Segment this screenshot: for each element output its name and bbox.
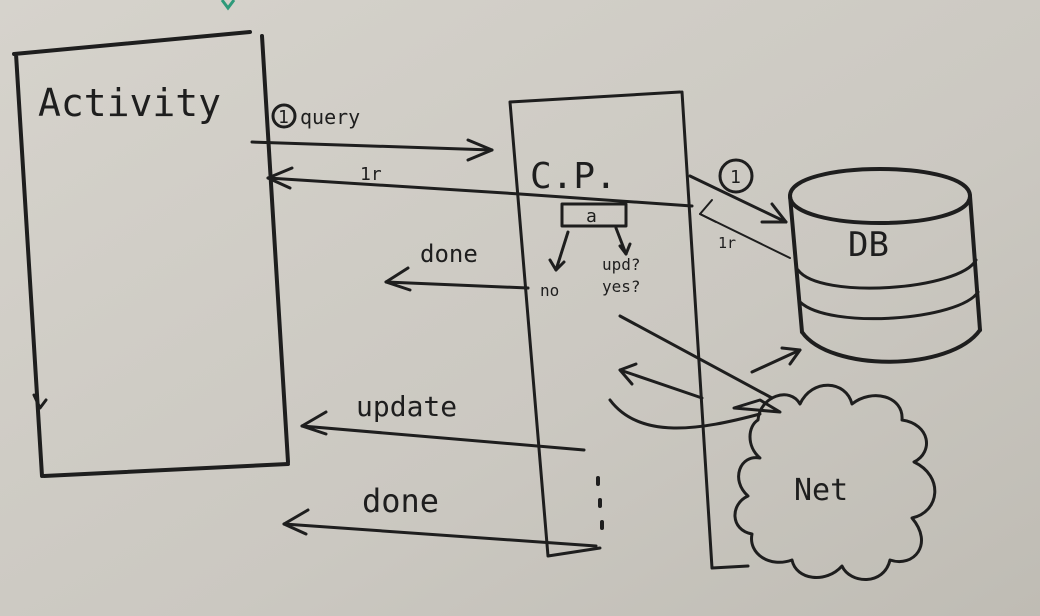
query-step-label: 1 <box>278 107 289 128</box>
branch-edges: no upd? yes? <box>540 226 641 300</box>
database-node: DB <box>788 167 982 364</box>
done-first-edge: done <box>384 240 530 292</box>
content-provider-inner-label: a <box>586 206 597 227</box>
query-label: query <box>300 105 360 129</box>
content-provider-label: C.P. <box>530 156 617 197</box>
query-edge: 1 query <box>250 103 494 162</box>
network-label: Net <box>794 473 848 508</box>
cp-db-edge: 1 1r <box>688 158 791 259</box>
branch-yes-label: yes? <box>602 277 641 296</box>
activity-label: Activity <box>38 81 221 125</box>
content-provider-inner-box <box>560 202 628 228</box>
update-edge: update <box>300 390 586 452</box>
return-db-label: 1r <box>718 234 736 252</box>
return-edge: 1r <box>266 164 694 208</box>
content-provider-node: C.P. a <box>508 90 750 570</box>
cp-db-step-label: 1 <box>730 167 741 188</box>
return-left-label: 1r <box>360 164 382 185</box>
branch-no-label: no <box>540 281 559 300</box>
done-final-edge: done <box>282 482 598 548</box>
database-label: DB <box>848 225 889 265</box>
activity-node: Activity <box>12 30 290 478</box>
network-node: Net <box>733 383 937 581</box>
done-first-label: done <box>420 240 478 268</box>
network-edges <box>608 314 802 430</box>
branch-question-label: upd? <box>602 255 641 274</box>
done-final-label: done <box>362 482 439 520</box>
marker-fragment <box>220 0 236 11</box>
update-label: update <box>356 390 457 423</box>
